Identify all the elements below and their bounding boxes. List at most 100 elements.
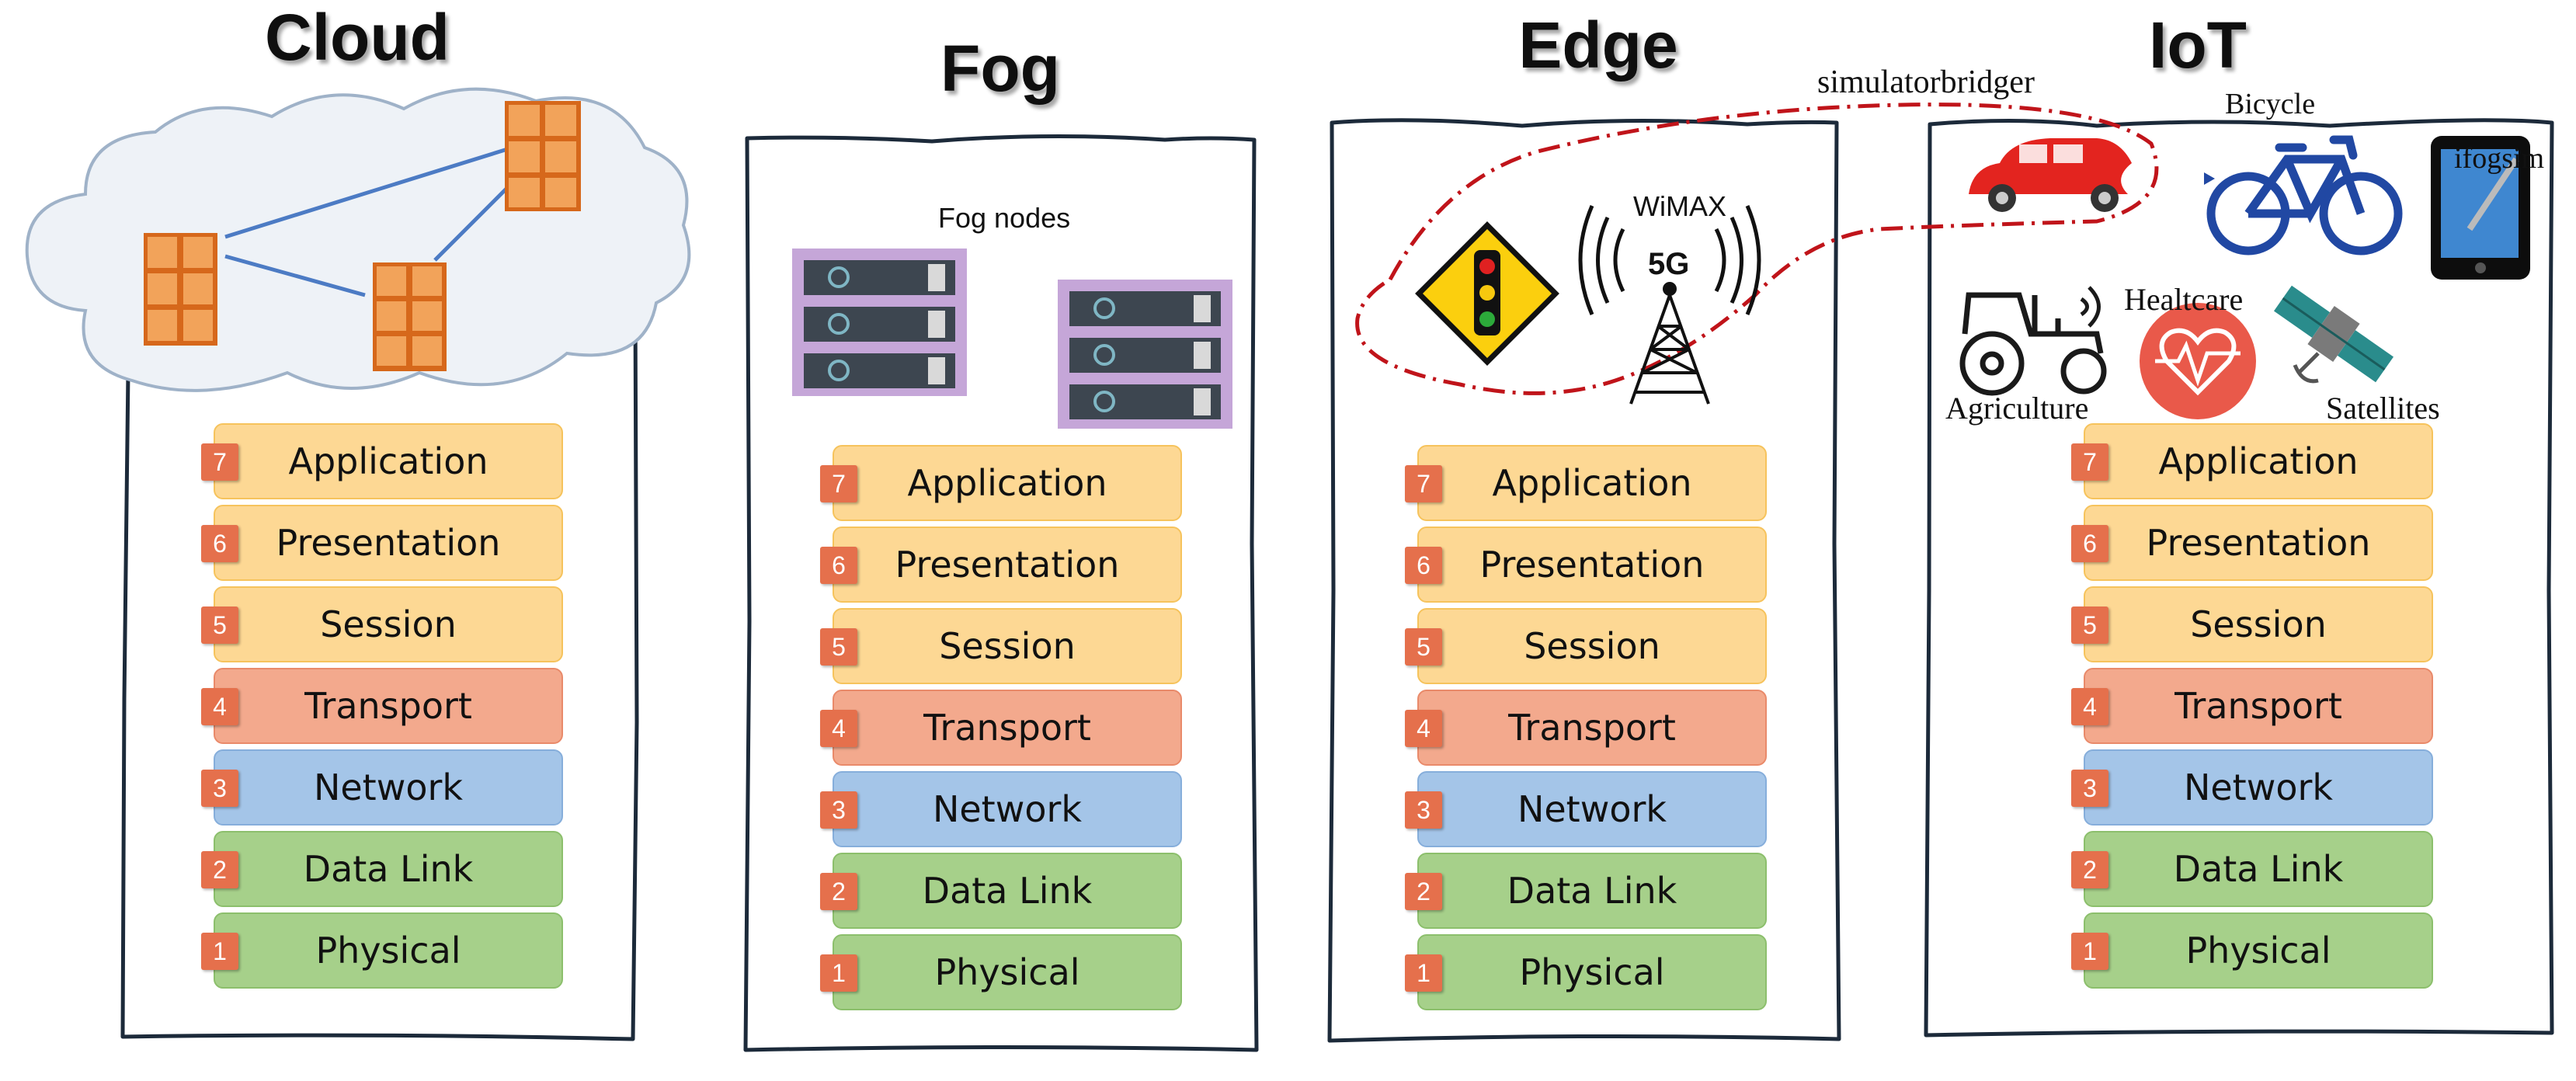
edge-panel-frame	[1327, 118, 1841, 1043]
agriculture-label: Agriculture	[1945, 391, 2089, 426]
layer-number-badge: 6	[2071, 525, 2108, 562]
layer-number-badge: 2	[201, 851, 238, 888]
layer-number-badge: 6	[1405, 547, 1442, 584]
layer-label: Transport	[304, 685, 472, 727]
layer-label: Transport	[923, 707, 1091, 749]
layer-label: Network	[313, 766, 464, 808]
healthcare-label: Healtcare	[2124, 282, 2244, 317]
osi-layer-network: 3 Network	[1405, 771, 1767, 847]
bicycle-label: Bicycle	[2225, 88, 2316, 120]
tractor-icon	[1959, 286, 2107, 396]
layer-number-badge: 1	[201, 933, 238, 970]
layer-number-badge: 4	[2071, 688, 2108, 725]
layer-number-badge: 4	[820, 710, 857, 747]
layer-number-badge: 2	[2071, 851, 2108, 888]
layer-number-badge: 7	[820, 465, 857, 502]
bicycle-icon	[2206, 135, 2403, 255]
layer-label: Presentation	[2146, 522, 2371, 564]
5g-label: 5G	[1648, 247, 1690, 281]
osi-layer-data-link: 2 Data Link	[201, 831, 563, 907]
osi-layer-data-link: 2 Data Link	[820, 853, 1182, 929]
osi-layer-network: 3 Network	[820, 771, 1182, 847]
layer-number-badge: 3	[1405, 791, 1442, 829]
layer-label: Physical	[2185, 930, 2331, 972]
layer-number-badge: 6	[820, 547, 857, 584]
layer-number-badge: 5	[1405, 628, 1442, 666]
layer-label: Network	[932, 788, 1083, 830]
cloud-server-icon	[144, 233, 217, 346]
layer-label: Application	[2158, 440, 2359, 482]
cloud-panel-frame	[120, 302, 639, 1041]
osi-layer-transport: 4 Transport	[201, 668, 563, 744]
satellite-icon	[2273, 285, 2394, 384]
layer-number-badge: 2	[1405, 873, 1442, 910]
layer-number-badge: 7	[1405, 465, 1442, 502]
layer-label: Presentation	[1479, 544, 1705, 586]
tier-title-cloud: Cloud	[265, 1, 450, 74]
layer-label: Application	[1492, 462, 1692, 504]
tier-title-fog: Fog	[940, 32, 1060, 105]
layer-label: Application	[288, 440, 488, 482]
layer-label: Data Link	[2173, 848, 2344, 890]
osi-layer-presentation: 6 Presentation	[1405, 527, 1767, 603]
layer-label: Session	[320, 603, 457, 645]
layer-number-badge: 3	[820, 791, 857, 829]
layer-label: Network	[1517, 788, 1667, 830]
osi-layer-presentation: 6 Presentation	[201, 505, 563, 581]
heart-monitor-icon	[2140, 303, 2256, 419]
layer-number-badge: 6	[201, 525, 238, 562]
osi-layer-physical: 1 Physical	[820, 934, 1182, 1010]
layer-number-badge: 1	[2071, 933, 2108, 970]
osi-layer-physical: 1 Physical	[201, 912, 563, 989]
osi-layer-physical: 1 Physical	[1405, 934, 1767, 1010]
cloud-server-icon	[505, 101, 581, 211]
layer-number-badge: 5	[820, 628, 857, 666]
osi-layer-application: 7 Application	[201, 423, 563, 499]
osi-layer-transport: 4 Transport	[820, 690, 1182, 766]
layer-label: Session	[939, 625, 1076, 667]
car-icon	[1969, 138, 2132, 212]
osi-layer-data-link: 2 Data Link	[2071, 831, 2433, 907]
layer-number-badge: 7	[201, 443, 238, 481]
layer-number-badge: 3	[201, 770, 238, 807]
osi-layer-presentation: 6 Presentation	[2071, 505, 2433, 581]
layer-number-badge: 1	[1405, 954, 1442, 992]
layer-label: Network	[2183, 766, 2334, 808]
layer-label: Physical	[934, 951, 1080, 993]
layer-label: Physical	[1519, 951, 1665, 993]
layer-number-badge: 4	[201, 688, 238, 725]
cell-tower-icon	[1578, 205, 1761, 405]
wimax-label: WiMAX	[1633, 190, 1726, 222]
fog-node-icon	[1058, 280, 1232, 429]
tier-title-edge: Edge	[1518, 9, 1678, 82]
layer-number-badge: 5	[2071, 607, 2108, 644]
phone-icon	[2431, 136, 2530, 280]
dashed-link	[1355, 103, 2159, 395]
cloud-shape	[25, 87, 691, 392]
traffic-light-icon	[1415, 221, 1559, 366]
iot-panel-frame	[1924, 118, 2554, 1038]
layer-label: Physical	[315, 930, 461, 972]
layer-number-badge: 2	[820, 873, 857, 910]
fog-nodes-label: Fog nodes	[938, 202, 1071, 234]
osi-layer-network: 3 Network	[201, 749, 563, 826]
layer-label: Presentation	[276, 522, 501, 564]
satellites-label: Satellites	[2326, 391, 2440, 426]
osi-layer-session: 5 Session	[820, 608, 1182, 684]
fog-panel-frame	[743, 134, 1259, 1052]
layer-label: Presentation	[895, 544, 1120, 586]
layer-label: Data Link	[922, 870, 1093, 912]
layer-number-badge: 1	[820, 954, 857, 992]
cloud-server-icon	[373, 262, 447, 371]
layer-label: Data Link	[303, 848, 474, 890]
layer-label: Transport	[1508, 707, 1676, 749]
